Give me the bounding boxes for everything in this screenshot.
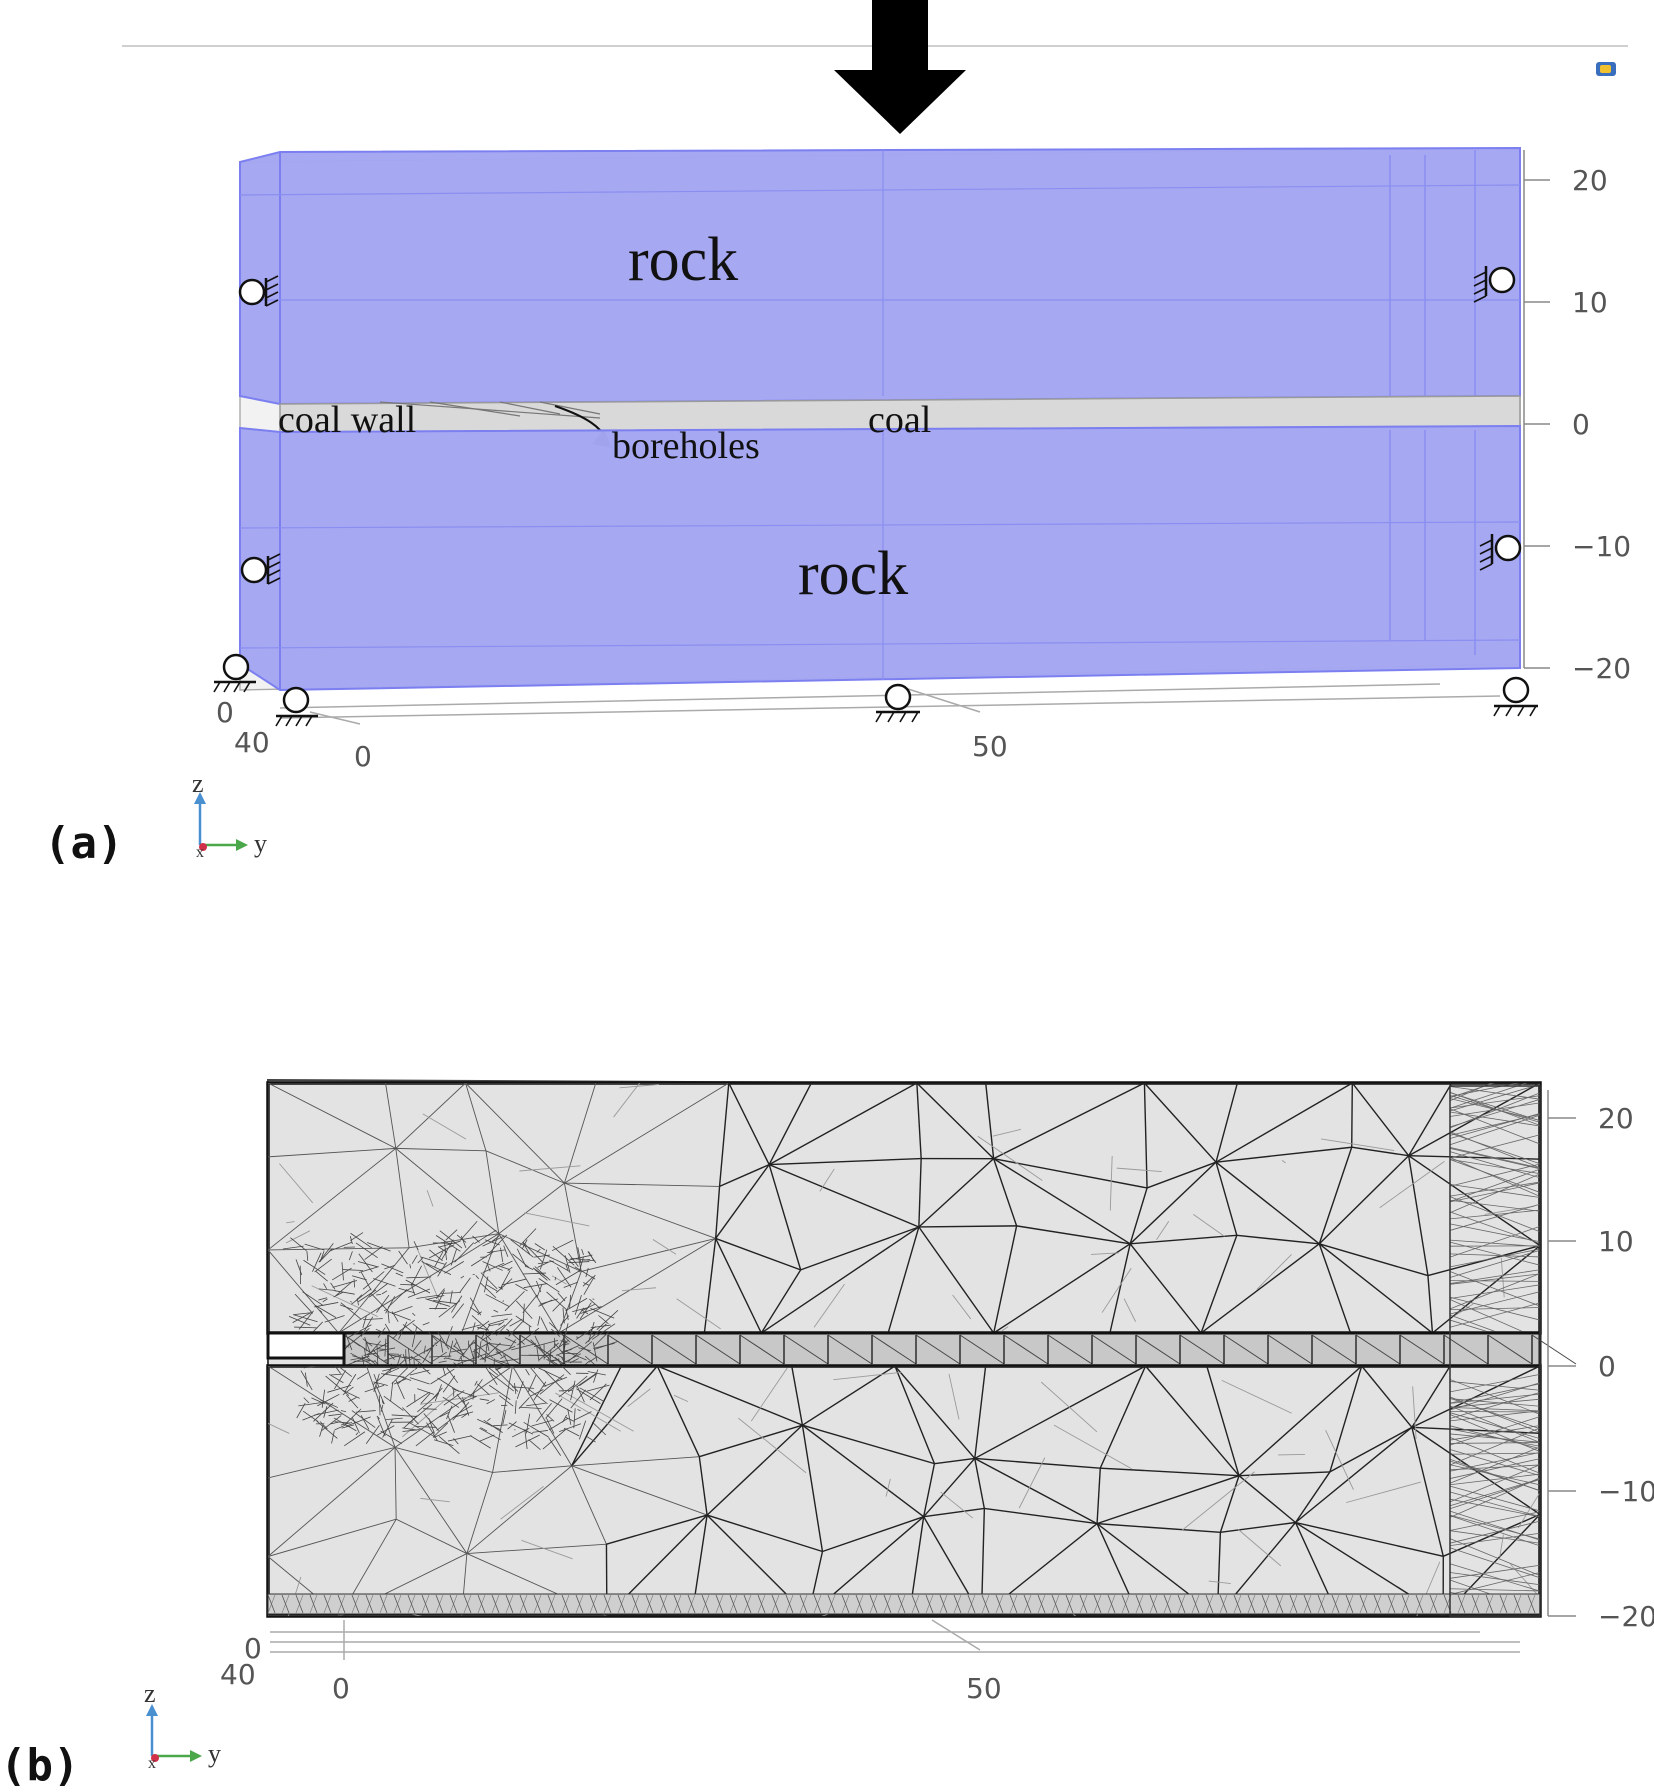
axis-triad-b [146,1704,202,1762]
x-tick-a-0: 0 [216,696,234,729]
rock-layer-lower [239,424,1521,692]
triad-a-y: y [254,829,267,858]
panel-label-a: (a) [44,818,123,869]
load-arrow-icon [834,0,966,134]
triad-b-x: x [148,1755,156,1772]
panel-label-b: (b) [0,1740,79,1791]
z-axis-a [1523,150,1550,669]
z-tick-a-20: 20 [1572,164,1608,197]
panel-b: 20 10 0 −10 −20 0 40 0 50 z y x (b) [0,1078,1654,1791]
z-tick-a-m10: −10 [1572,530,1631,563]
support-hatching [213,271,1537,727]
z-tick-a-0: 0 [1572,408,1590,441]
ground-lines-b [270,1619,1520,1660]
z-tick-b-10: 10 [1598,1225,1634,1258]
axis-triad-a [194,792,248,851]
triad-b-y: y [208,1739,221,1768]
rock-layer-upper [239,146,1521,406]
mesh-right-face [1449,1085,1541,1617]
label-rock-lower: rock [798,540,908,608]
roller-support-icon [214,266,1538,718]
label-rock-upper: rock [628,226,738,294]
y-tick-a-0: 0 [354,740,372,773]
z-tick-b-0: 0 [1598,1350,1616,1383]
triad-a-x: x [196,844,204,861]
mesh-upper-block [266,1081,1542,1335]
mesh-bottom-strip-lines [267,1594,1536,1614]
triad-b-z: z [144,1679,156,1708]
mesh-lower-block [266,1364,1542,1618]
y-tick-b-50: 50 [966,1672,1002,1705]
triad-a-z: z [192,769,204,798]
x-tick-b-40: 40 [220,1658,256,1691]
y-tick-b-0: 0 [332,1672,350,1705]
mesh-upper [268,1083,1540,1333]
z-axis-b [1547,1090,1576,1617]
z-tick-a-m20: −20 [1572,652,1631,685]
roadway-gap [266,1331,346,1360]
z-tick-b-20: 20 [1598,1102,1634,1135]
x-tick-a-40: 40 [234,726,270,759]
x-tick-b-0: 0 [244,1632,262,1665]
view-toggle-icon[interactable] [1596,62,1616,76]
y-tick-a-50: 50 [972,730,1008,763]
label-boreholes: boreholes [612,425,760,467]
label-coal-wall: coal wall [278,399,416,441]
z-tick-b-m10: −10 [1598,1475,1654,1508]
panel-a: rock rock coal wall coal boreholes 20 10… [44,0,1631,869]
z-tick-b-m20: −20 [1598,1600,1654,1633]
z-tick-a-10: 10 [1572,286,1608,319]
label-coal: coal [868,399,931,441]
